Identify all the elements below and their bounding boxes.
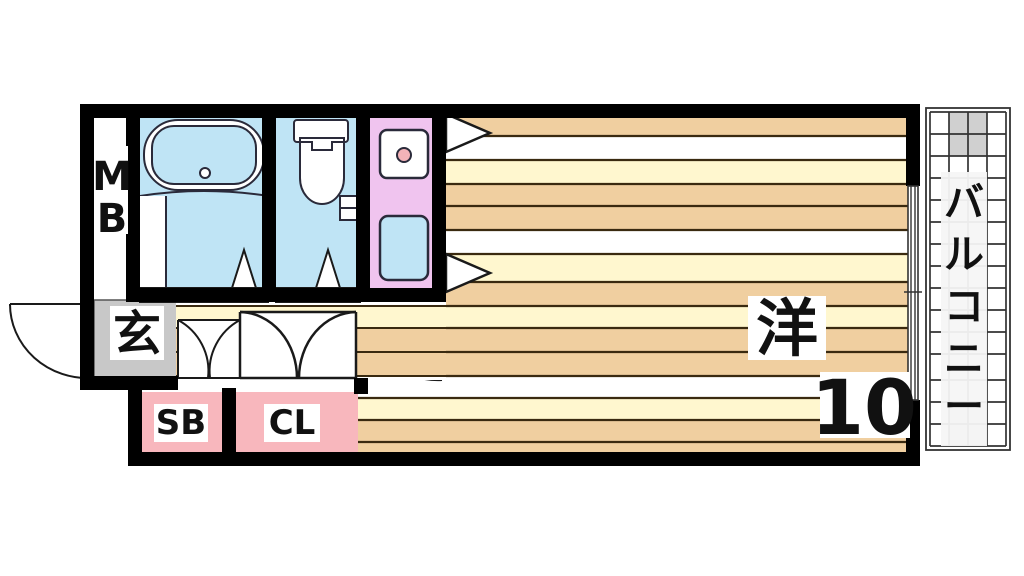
room-entry-notches bbox=[444, 112, 494, 294]
walls bbox=[80, 104, 920, 466]
washroom-fixtures bbox=[378, 128, 430, 282]
entrance-label-group: 玄 bbox=[110, 306, 164, 362]
bathtub-drain-icon bbox=[199, 167, 211, 179]
room-size-label-group: 10 bbox=[811, 363, 917, 452]
entrance-label: 玄 bbox=[113, 306, 161, 362]
closet-label: CL bbox=[269, 403, 316, 443]
bathtub bbox=[143, 119, 265, 191]
washing-machine-drain-icon bbox=[396, 147, 412, 163]
balcony-label-char-4: ー bbox=[944, 384, 984, 430]
toilet-fixture bbox=[293, 119, 361, 221]
bathroom-ledge bbox=[140, 196, 166, 288]
meter-box-label-group: M B bbox=[92, 146, 132, 242]
room-type-label: 洋 bbox=[756, 292, 818, 365]
balcony-label-group: バ ル コ ニ ー bbox=[941, 172, 987, 446]
balcony-label-char-3: ニ bbox=[944, 336, 984, 382]
wash-basin-icon bbox=[378, 214, 430, 282]
shoe-box-doors[interactable] bbox=[177, 319, 241, 379]
balcony-sliding-door[interactable] bbox=[904, 185, 922, 401]
shoe-box-label-group: SB bbox=[154, 403, 208, 443]
balcony-label-char-0: バ bbox=[944, 180, 984, 226]
closet-doors[interactable] bbox=[238, 310, 358, 380]
balcony-label-char-1: ル bbox=[944, 232, 984, 278]
room-size-label: 10 bbox=[811, 363, 917, 452]
floor-plank-lines bbox=[356, 134, 912, 444]
toilet-bowl-icon bbox=[299, 137, 345, 205]
closet-label-group: CL bbox=[264, 403, 320, 443]
shoe-box-label: SB bbox=[156, 403, 206, 443]
meter-box-label-b: B bbox=[97, 196, 128, 242]
meter-box-label-m: M bbox=[92, 154, 132, 200]
room-type-label-group: 洋 bbox=[748, 292, 826, 365]
balcony-label-char-2: コ bbox=[944, 284, 984, 330]
